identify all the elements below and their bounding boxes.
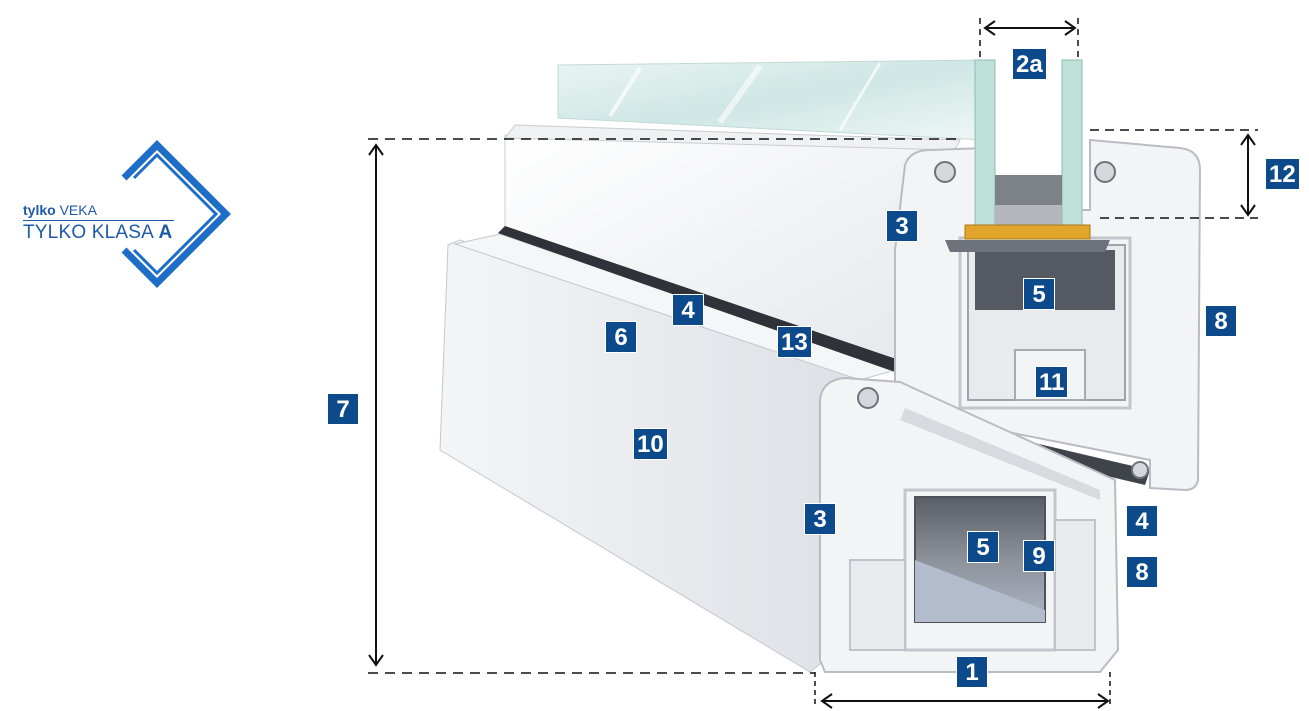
glass-pane (557, 59, 986, 141)
callout-badge-13: 13 (777, 326, 812, 358)
callout-badge-4-top: 4 (672, 294, 704, 326)
logo-tagline-class: A (158, 222, 173, 243)
callout-badge-5-sash: 5 (1023, 278, 1055, 310)
insulated-glass-unit (945, 59, 1110, 252)
callout-badge-2a: 2a (1012, 48, 1047, 80)
dimension-line-7 (368, 138, 960, 674)
callout-badge-3-sash: 3 (886, 210, 918, 242)
callout-badge-8-frame: 8 (1126, 556, 1158, 588)
callout-badge-10: 10 (633, 428, 668, 460)
logo-chevron-icon (121, 140, 231, 288)
logo-divider (23, 220, 174, 221)
frame-cross-section (819, 376, 1120, 673)
logo-tagline-text: TYLKO KLASA (23, 222, 153, 243)
sash-cross-section (894, 138, 1202, 492)
callout-badge-4-frame: 4 (1126, 505, 1158, 537)
logo-tagline-top: tylko VEKA (23, 202, 97, 218)
logo-brand-prefix: tylko (23, 202, 56, 218)
callout-badge-7: 7 (327, 393, 359, 425)
callout-badge-1: 1 (956, 656, 988, 688)
callout-badge-6: 6 (605, 321, 637, 353)
dimension-line-12 (1090, 129, 1258, 219)
callout-badge-9: 9 (1023, 540, 1055, 572)
callout-badge-12: 12 (1265, 158, 1300, 190)
callout-badge-8-sash: 8 (1205, 305, 1237, 337)
callout-badge-11: 11 (1035, 366, 1069, 398)
logo-tagline-bottom: TYLKO KLASA A (23, 222, 172, 244)
logo-brand-name: VEKA (59, 202, 97, 218)
dimension-line-2a (979, 18, 1079, 60)
dimension-line-1 (814, 672, 1111, 709)
callout-badge-5-frame: 5 (967, 531, 999, 563)
callout-badge-3-frame: 3 (804, 503, 836, 535)
